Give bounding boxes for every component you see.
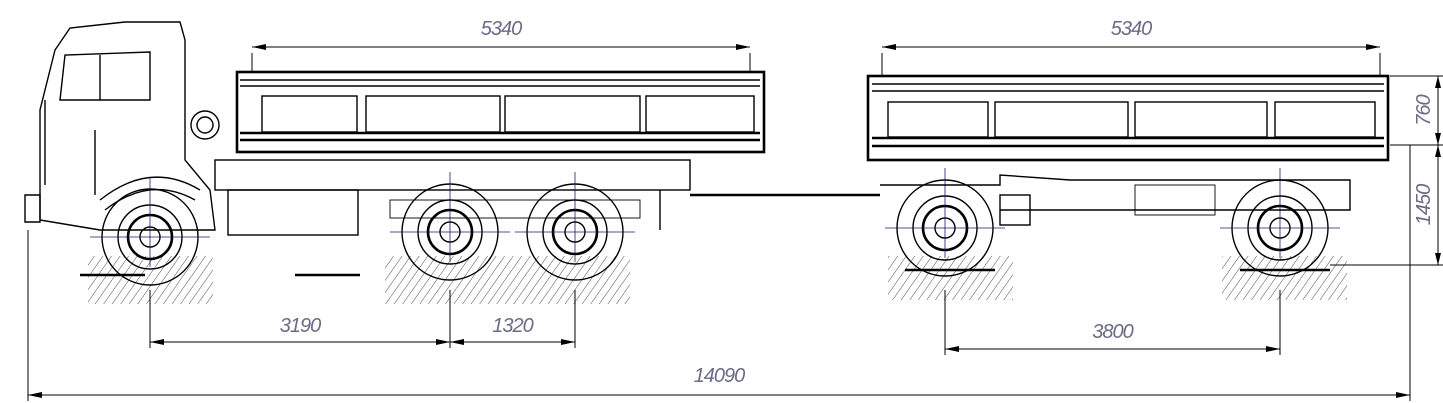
dim-overall-length-label: 14090 bbox=[694, 365, 745, 387]
dim-trailer-body: 5340 bbox=[881, 18, 1381, 76]
truck-rear-wheel-2 bbox=[515, 172, 635, 281]
dim-tandem-spacing-label: 1320 bbox=[492, 315, 533, 337]
ground-hatching bbox=[80, 256, 1347, 304]
dim-truck-body-label: 5340 bbox=[481, 18, 522, 40]
dim-truck-body: 5340 bbox=[251, 18, 751, 72]
dim-trailer-wheelbase-label: 3800 bbox=[1092, 321, 1133, 343]
dim-side-height-label: 760 bbox=[1413, 94, 1435, 125]
truck-chassis bbox=[214, 159, 880, 236]
dim-platform-height-label: 1450 bbox=[1413, 184, 1435, 225]
truck-rear-wheel-1 bbox=[390, 172, 510, 281]
dim-front-to-rear-axle-label: 3190 bbox=[280, 315, 321, 337]
dim-overall-length: 14090 bbox=[27, 145, 1411, 401]
dim-trailer-wheelbase: 3800 bbox=[944, 290, 1281, 355]
dim-platform-height: 1450 bbox=[1413, 145, 1439, 265]
trailer-chassis bbox=[880, 174, 1351, 226]
dim-trailer-body-label: 5340 bbox=[1111, 18, 1152, 40]
truck-cab bbox=[24, 21, 220, 231]
truck-front-wheel bbox=[90, 177, 210, 286]
trailer-cargo-body bbox=[866, 74, 1390, 162]
truck-cargo-body bbox=[235, 70, 766, 154]
dim-side-height: 760 bbox=[1413, 76, 1439, 145]
dim-tandem-spacing: 1320 bbox=[449, 290, 576, 348]
trailer-front-wheel bbox=[885, 168, 1005, 277]
